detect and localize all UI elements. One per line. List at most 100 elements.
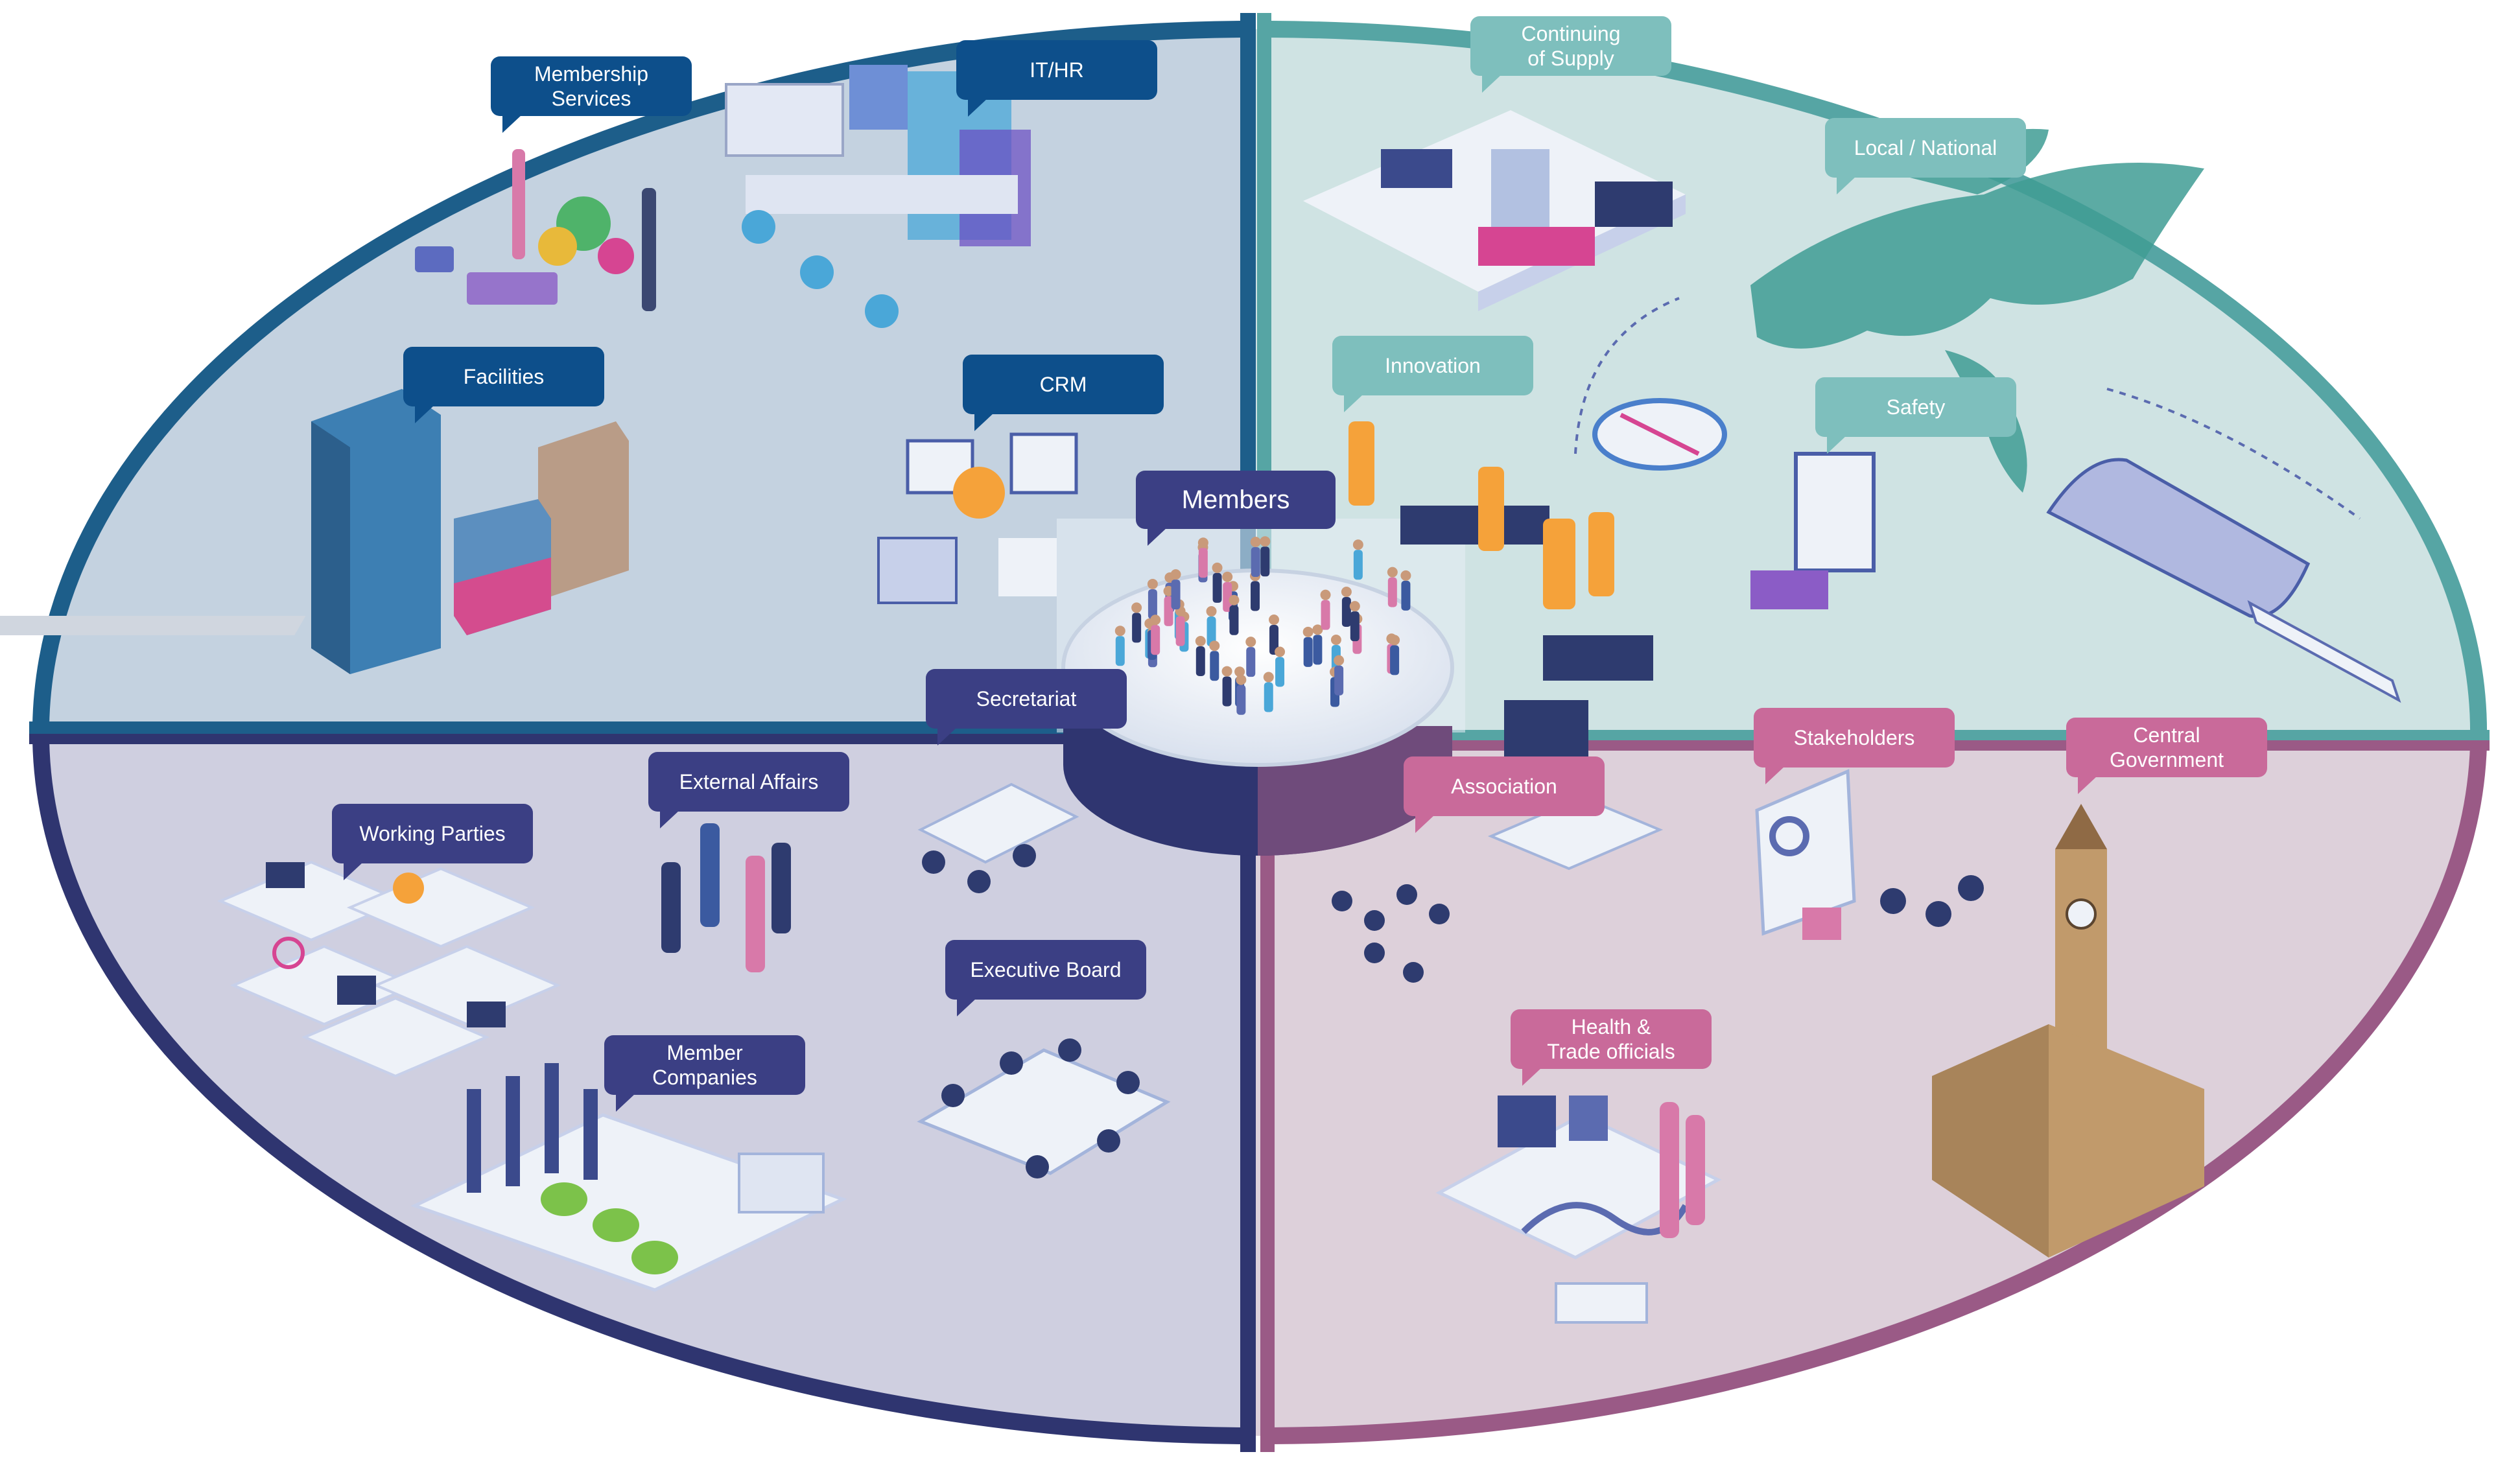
border-top-left	[32, 21, 1242, 727]
callout-external-affairs: External Affairs	[648, 752, 849, 828]
member-companies-factory	[410, 1063, 847, 1292]
border-bottom-left	[32, 738, 1242, 1444]
member-figure-body	[1207, 616, 1216, 647]
callout-innovation: Innovation	[1332, 336, 1533, 412]
membership-services-label: Membership Services	[534, 62, 649, 110]
member-figure-body	[1269, 625, 1279, 655]
member-figure-body	[1341, 596, 1351, 627]
stakeholders-presentation	[1755, 769, 1984, 940]
member-figure-head	[1236, 674, 1247, 685]
working-parties-tiles	[217, 860, 561, 1078]
callout-secretariat: Secretariat	[926, 669, 1127, 745]
train-station-illustration	[2046, 458, 2401, 703]
member-figure-head	[1150, 615, 1161, 626]
member-figure-head	[1389, 635, 1400, 646]
facilities-label: Facilities	[463, 365, 545, 388]
member-figure-head	[1334, 655, 1345, 666]
member-figure-head	[1275, 646, 1286, 657]
innovation-robots-illustration	[1348, 421, 1653, 681]
member-figure-body	[1390, 645, 1400, 675]
world-map	[1574, 128, 2361, 520]
member-figure-head	[1197, 537, 1208, 548]
member-companies-label: Member Companies	[652, 1041, 757, 1089]
member-figure-head	[1320, 589, 1331, 600]
crm-illustration	[877, 432, 1078, 604]
external-affairs-label: External Affairs	[679, 770, 819, 793]
member-figure-head	[1206, 606, 1217, 617]
member-figure-body	[1222, 676, 1232, 707]
health-trade-lab	[1435, 1096, 1722, 1324]
callout-local-national: Local / National	[1825, 118, 2026, 194]
callout-members: Members	[1136, 471, 1336, 546]
callout-crm: CRM	[963, 355, 1164, 431]
continuing-supply-label: Continuing of Supply	[1521, 22, 1621, 70]
member-figure-head	[1349, 601, 1360, 612]
supply-port-illustration	[1303, 110, 1686, 311]
member-figure-body	[1303, 637, 1313, 667]
callout-facilities: Facilities	[403, 347, 604, 423]
executive-board-label: Executive Board	[970, 958, 1122, 981]
member-figure-body	[1195, 646, 1205, 676]
member-figure-body	[1210, 651, 1219, 681]
member-figure-body	[1229, 605, 1239, 635]
it-hr-label: IT/HR	[1030, 58, 1084, 82]
member-figure-body	[1334, 665, 1344, 696]
callout-continuing-supply: Continuing of Supply	[1470, 16, 1671, 93]
member-figure-head	[1234, 666, 1245, 677]
member-figure-head	[1131, 602, 1142, 613]
central-government-label: Central Government	[2109, 723, 2224, 771]
member-figure-body	[1212, 572, 1222, 603]
callout-executive-board: Executive Board	[945, 940, 1146, 1016]
member-figure-body	[1151, 625, 1160, 655]
member-figure-body	[1350, 611, 1360, 642]
secretariat-label: Secretariat	[976, 687, 1077, 710]
member-figure-body	[1236, 685, 1246, 715]
member-figure-body	[1175, 616, 1185, 646]
member-figure-head	[1302, 626, 1313, 637]
member-figure-body	[1275, 657, 1285, 687]
member-figure-head	[1229, 594, 1240, 605]
member-figure-head	[1250, 536, 1261, 547]
safety-label: Safety	[1886, 395, 1946, 419]
callout-membership-services: Membership Services	[491, 56, 692, 133]
local-national-label: Local / National	[1854, 136, 1997, 159]
member-figure-head	[1387, 567, 1398, 578]
member-figure-head	[1269, 615, 1280, 626]
crm-label: CRM	[1039, 373, 1087, 396]
member-figure-head	[1170, 569, 1181, 580]
member-figure-body	[1198, 548, 1208, 578]
secretariat-office	[917, 782, 1079, 893]
member-figure-body	[1171, 580, 1181, 610]
member-figure-head	[1260, 536, 1271, 547]
member-figure-body	[1223, 581, 1232, 612]
member-figure-head	[1221, 666, 1232, 677]
callout-working-parties: Working Parties	[332, 804, 533, 880]
member-figure-head	[1195, 635, 1206, 646]
callout-stakeholders: Stakeholders	[1754, 708, 1955, 784]
safety-clipboard-illustration	[1750, 452, 1876, 609]
member-figure-head	[1312, 624, 1323, 635]
member-figure-body	[1353, 550, 1363, 580]
members-label: Members	[1181, 486, 1290, 514]
member-figure-body	[1264, 682, 1273, 712]
facilities-buildings	[0, 389, 629, 674]
stakeholders-label: Stakeholders	[1793, 726, 1915, 749]
central-government-big-ben	[1932, 804, 2204, 1258]
member-figure-body	[1251, 546, 1260, 577]
callout-central-government: Central Government	[2066, 718, 2267, 794]
member-figure-body	[1148, 589, 1157, 619]
callout-health-trade: Health & Trade officials	[1511, 1009, 1712, 1086]
member-figure-body	[1313, 635, 1323, 665]
member-figure-body	[1260, 546, 1270, 577]
member-figure-head	[1212, 562, 1223, 573]
member-figure-head	[1341, 586, 1352, 597]
member-figure-head	[1209, 640, 1220, 651]
member-figure-head	[1263, 672, 1274, 683]
member-figure-head	[1163, 585, 1174, 596]
member-figure-body	[1251, 581, 1260, 611]
member-figure-head	[1147, 578, 1158, 589]
member-figure-body	[1164, 596, 1173, 626]
working-parties-label: Working Parties	[359, 822, 506, 845]
